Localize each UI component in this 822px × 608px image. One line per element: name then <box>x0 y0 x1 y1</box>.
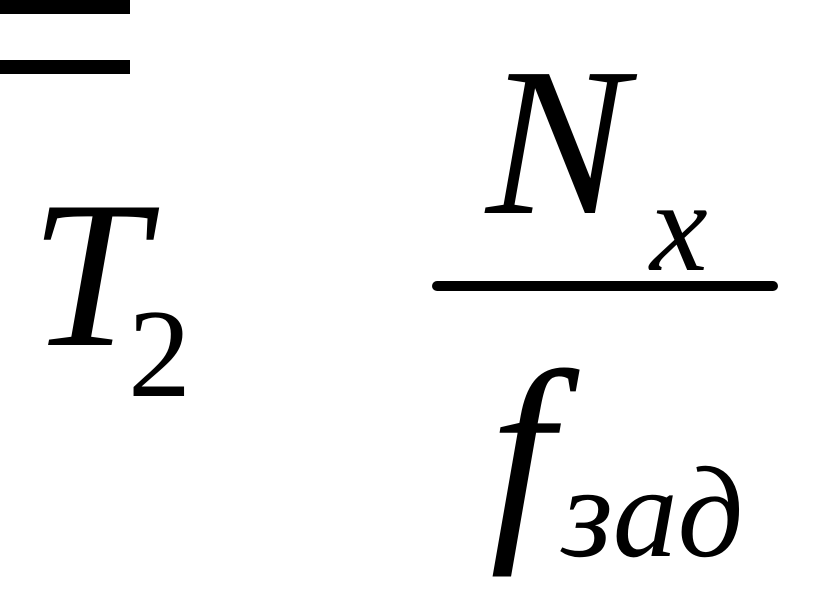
lhs-subscript: 2 <box>128 285 191 424</box>
fraction-bar <box>432 281 778 291</box>
equals-sign <box>0 0 130 76</box>
lhs-symbol: T <box>30 159 147 391</box>
numerator-subscript: x <box>650 155 708 299</box>
equals-bar-bottom <box>0 60 130 74</box>
denominator-symbol: f <box>490 326 554 578</box>
numerator-symbol: N <box>486 24 628 259</box>
denominator-subscript: зад <box>562 441 744 585</box>
equals-bar-top <box>0 0 130 14</box>
